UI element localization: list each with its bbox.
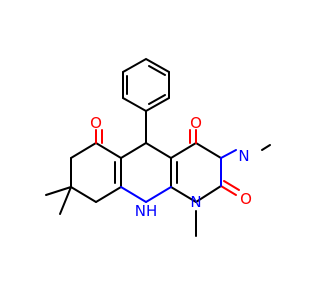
bond-c8-c9 bbox=[70, 186, 97, 203]
bond-c2-n1-left bbox=[195, 185, 222, 203]
n3-label: N bbox=[238, 147, 249, 165]
bond-c6-c7 bbox=[70, 142, 97, 159]
carbon-skeleton bbox=[45, 110, 271, 237]
bond-c5-c4a bbox=[120, 142, 147, 159]
bond-c5-c5a bbox=[145, 142, 172, 159]
bond-c10a-n1 bbox=[170, 186, 197, 203]
bond-c5a-c4 bbox=[170, 142, 197, 159]
canvas-background bbox=[0, 0, 300, 300]
bond-c4-n3 bbox=[195, 142, 222, 159]
bond-n3-ring bbox=[220, 149, 237, 159]
heteroatom-bonds bbox=[95, 129, 240, 203]
phenyl-double-bond-2 bbox=[148, 94, 166, 105]
gem-methyl-bond-1 bbox=[45, 186, 72, 196]
c2-carbonyl-bond-a bbox=[220, 185, 237, 196]
gem-methyl-bond-2 bbox=[59, 186, 72, 215]
methyl-bond-n3 bbox=[261, 144, 271, 151]
atom-labels: O O O N N NH bbox=[90, 114, 252, 220]
c2-carbonyl-bond-b bbox=[223, 180, 240, 191]
bond-c9-c9a bbox=[95, 186, 122, 203]
ketone-oxygen-label: O bbox=[90, 114, 102, 132]
c2-oxygen-label: O bbox=[240, 190, 252, 208]
bond-c4a-c6 bbox=[95, 142, 122, 159]
c4-oxygen-label: O bbox=[190, 114, 202, 132]
molecule-structure-diagram: O O O N N NH bbox=[0, 0, 300, 300]
phenyl-double-bond-1 bbox=[148, 65, 166, 76]
bond-nh-c9a bbox=[120, 186, 147, 203]
nh-label: NH bbox=[135, 202, 158, 220]
n1-label: N bbox=[190, 193, 201, 211]
bond-c10a-nh bbox=[145, 186, 172, 203]
